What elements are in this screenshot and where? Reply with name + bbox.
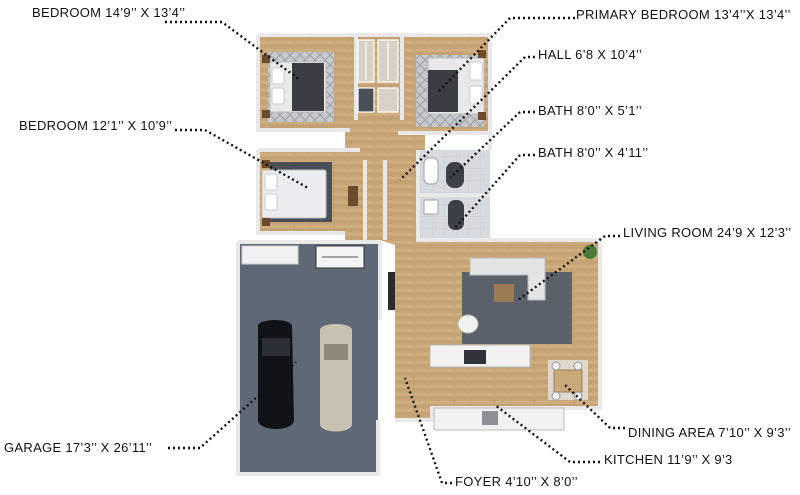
- leader-primary-bedroom: [437, 16, 575, 93]
- label-bedroom-3: BEDROOM 12’1’’ X 10’9’’: [19, 118, 173, 133]
- leader-bath-1: [449, 110, 535, 179]
- label-living-room: LIVING ROOM 24’9 X 12’3’’: [623, 225, 792, 240]
- bedroom-2-furniture: [262, 52, 334, 122]
- label-bedroom-2: BEDROOM 14’9’’ X 13’4’’: [32, 5, 186, 20]
- label-kitchen: KITCHEN 11’9’’ X 9’3: [604, 452, 733, 467]
- bath-fixtures: [423, 157, 464, 230]
- leader-foyer: [403, 377, 452, 485]
- label-hall: HALL 6’8 X 10’4’’: [538, 47, 643, 62]
- primary-bedroom-furniture: [416, 50, 486, 127]
- label-foyer: FOYER 4’10’’ X 8’0’’: [455, 474, 578, 489]
- leader-bath-2: [454, 153, 535, 229]
- closets: [357, 39, 399, 113]
- leader-living-room: [517, 234, 620, 301]
- garage-contents: [241, 245, 365, 432]
- living-furniture: [388, 245, 597, 431]
- leader-bedroom-3: [175, 128, 309, 190]
- label-dining-area: DINING AREA 7’10’’ X 9’3’’: [628, 425, 791, 440]
- walls: [236, 33, 602, 476]
- leader-kitchen: [494, 404, 600, 464]
- label-bath-1: BATH 8’0’’ X 5’1’’: [538, 103, 642, 118]
- leader-garage: [168, 361, 297, 450]
- leader-bedroom-2: [165, 20, 301, 81]
- label-garage: GARAGE 17’3’’ X 26’11’’: [4, 440, 153, 455]
- label-primary-bedroom: PRIMARY BEDROOM 13’4’’X 13’4’’: [576, 7, 791, 22]
- leader-dining-area: [564, 384, 625, 430]
- label-bath-2: BATH 8’0’’ X 4’11’’: [538, 145, 649, 160]
- leader-lines: [165, 16, 625, 485]
- leader-hall: [399, 55, 535, 181]
